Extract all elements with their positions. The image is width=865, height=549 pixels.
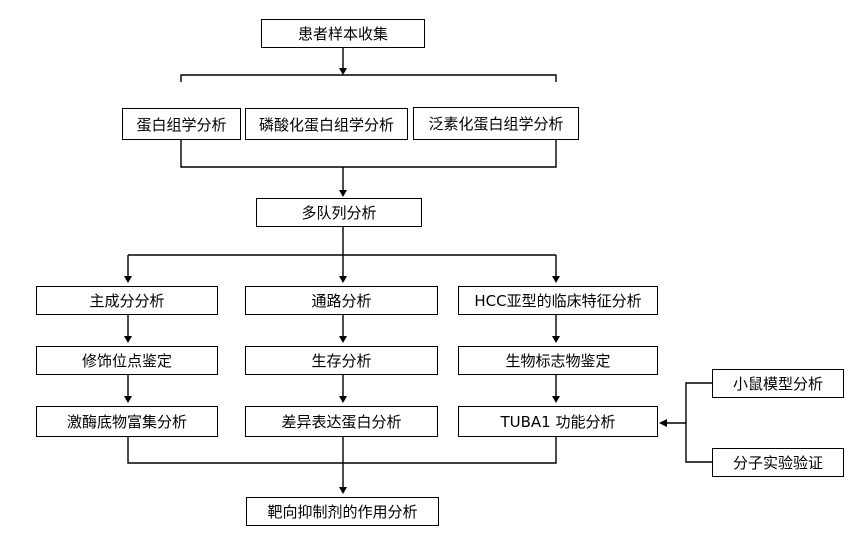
node-mouse: 小鼠模型分析 (712, 369, 844, 398)
arrowhead (339, 68, 347, 75)
arrowhead (552, 276, 560, 283)
arrowhead (339, 276, 347, 283)
arrowhead (339, 336, 347, 343)
bracket-top (180, 74, 557, 82)
node-survival: 生存分析 (245, 346, 438, 375)
node-molecular: 分子实验验证 (712, 448, 844, 477)
node-target: 靶向抑制剂的作用分析 (246, 497, 439, 526)
side-bracket (685, 382, 712, 463)
arrowhead (552, 396, 560, 403)
node-proteome: 蛋白组学分析 (122, 108, 241, 140)
node-kinase: 激酶底物富集分析 (36, 406, 218, 437)
arrowhead (339, 396, 347, 403)
arrowhead (339, 487, 347, 494)
node-modsite: 修饰位点鉴定 (36, 346, 218, 375)
node-diffexp: 差异表达蛋白分析 (245, 406, 438, 437)
node-ubiq: 泛素化蛋白组学分析 (413, 107, 579, 140)
arrowhead (124, 396, 132, 403)
arrowhead (124, 276, 132, 283)
arrowhead (339, 190, 347, 197)
node-cohort: 多队列分析 (256, 198, 422, 227)
node-biomarker: 生物标志物鉴定 (458, 346, 658, 375)
bracket-merge (127, 437, 557, 464)
node-tuba1: TUBA1 功能分析 (458, 406, 658, 437)
arrowhead (552, 336, 560, 343)
bracket-bottom (180, 140, 557, 168)
node-collect: 患者样本收集 (261, 19, 425, 48)
node-hcc: HCC亚型的临床特征分析 (458, 286, 658, 315)
arrowhead (124, 336, 132, 343)
arrowhead (659, 419, 667, 427)
node-pca: 主成分分析 (36, 286, 218, 315)
node-phospho: 磷酸化蛋白组学分析 (245, 108, 408, 140)
node-pathway: 通路分析 (245, 286, 438, 315)
